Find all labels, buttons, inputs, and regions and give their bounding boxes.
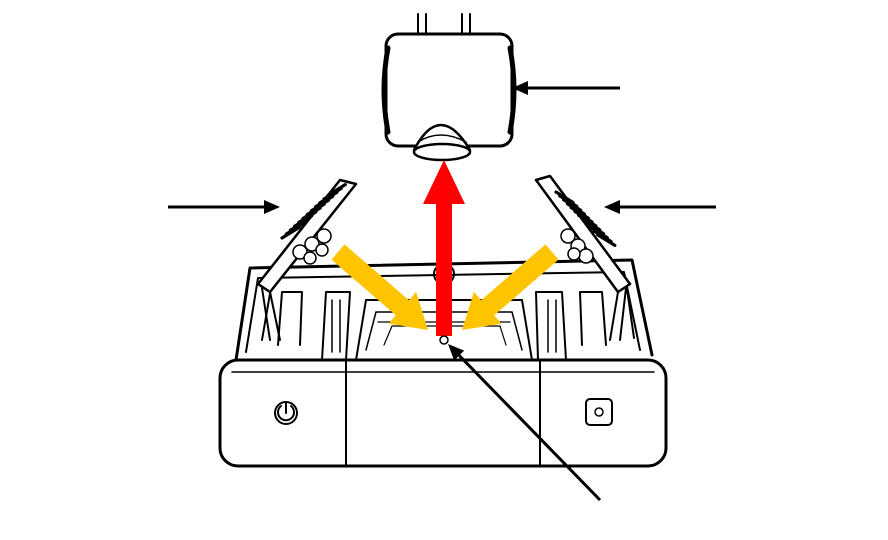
left-led-fin bbox=[326, 183, 347, 197]
right-lamp-cluster bbox=[560, 228, 594, 264]
pointer-arrow-camera-head bbox=[512, 81, 528, 95]
left-led-array-icon bbox=[280, 183, 347, 240]
arrow-layer bbox=[168, 81, 716, 502]
reflection-arrow bbox=[423, 160, 465, 336]
illumination-arrow-left bbox=[331, 244, 428, 330]
pointer-arrow-sample-head bbox=[448, 344, 465, 361]
right-led-array-icon bbox=[554, 190, 617, 247]
aux-button-icon bbox=[585, 398, 613, 426]
pointer-arrow-sample bbox=[458, 354, 602, 502]
pointer-arrow-left-light-head bbox=[264, 200, 280, 214]
illumination-arrow-right bbox=[462, 244, 559, 330]
camera-module-icon bbox=[381, 13, 517, 162]
right-led-fin bbox=[596, 233, 617, 247]
pointer-arrow-right-light-head bbox=[604, 200, 620, 214]
left-lamp-cluster bbox=[292, 228, 332, 265]
sample-point-icon bbox=[439, 335, 449, 345]
power-button-icon bbox=[274, 401, 298, 425]
